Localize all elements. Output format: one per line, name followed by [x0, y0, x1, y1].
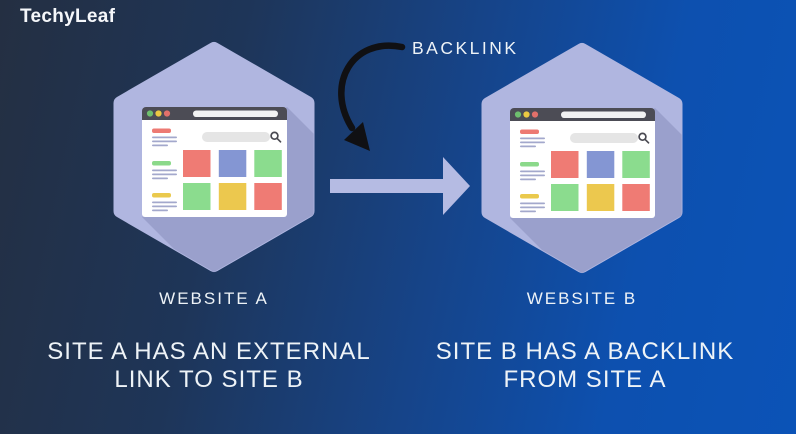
tile-blue: [218, 150, 247, 177]
sidebar-heading-yellow: [152, 193, 171, 198]
search-field: [570, 133, 638, 143]
tile-blue: [586, 151, 615, 178]
search-field: [202, 132, 270, 142]
sidebar-heading-red: [152, 128, 171, 133]
site-b-caption: SITE B HAS A BACKLINK FROM SITE A: [385, 338, 785, 394]
traffic-dot-green-icon: [514, 111, 522, 118]
traffic-dot-red-icon: [163, 110, 171, 117]
website-a-label: WEBSITE A: [159, 289, 269, 308]
sidebar-heading-red: [520, 129, 539, 134]
website-a-hexagon-card: [113, 42, 315, 272]
search-icon: [270, 131, 282, 143]
tile-red: [183, 150, 211, 177]
brand-logo: TechyLeaf: [20, 6, 116, 27]
browser-window-icon: [142, 107, 287, 217]
tile-yellow: [586, 184, 615, 211]
tile-green: [622, 151, 650, 178]
sidebar-heading-yellow: [520, 194, 539, 199]
backlink-curved-arrow-icon: [338, 42, 406, 151]
website-b-hexagon-card: [481, 43, 683, 273]
tile-green: [183, 183, 211, 210]
traffic-dot-yellow-icon: [523, 111, 530, 118]
search-icon: [638, 132, 650, 144]
sidebar-heading-green: [152, 161, 171, 166]
site-b-caption-line2: FROM SITE A: [503, 366, 667, 393]
traffic-dot-green-icon: [146, 110, 154, 117]
tile-yellow: [218, 183, 247, 210]
browser-window-icon: [510, 108, 655, 218]
site-a-caption-line1: SITE A HAS AN EXTERNAL: [47, 338, 371, 365]
flow-arrow-right-icon: [330, 157, 470, 215]
tile-green: [254, 150, 282, 177]
tile-red: [551, 151, 579, 178]
tile-green: [551, 184, 579, 211]
browser-body: [510, 121, 655, 218]
sidebar-heading-green: [520, 162, 539, 167]
address-bar: [193, 110, 278, 117]
traffic-dot-red-icon: [531, 111, 539, 118]
tile-red: [254, 183, 282, 210]
site-a-caption-line2: LINK TO SITE B: [114, 366, 304, 393]
site-a-caption: SITE A HAS AN EXTERNAL LINK TO SITE B: [9, 338, 409, 394]
browser-body: [142, 120, 287, 217]
tile-red: [622, 184, 650, 211]
address-bar: [561, 111, 646, 118]
traffic-dot-yellow-icon: [155, 110, 162, 117]
site-b-caption-line1: SITE B HAS A BACKLINK: [435, 338, 735, 365]
website-b-label: WEBSITE B: [526, 289, 638, 308]
backlink-label: BACKLINK: [412, 38, 519, 58]
